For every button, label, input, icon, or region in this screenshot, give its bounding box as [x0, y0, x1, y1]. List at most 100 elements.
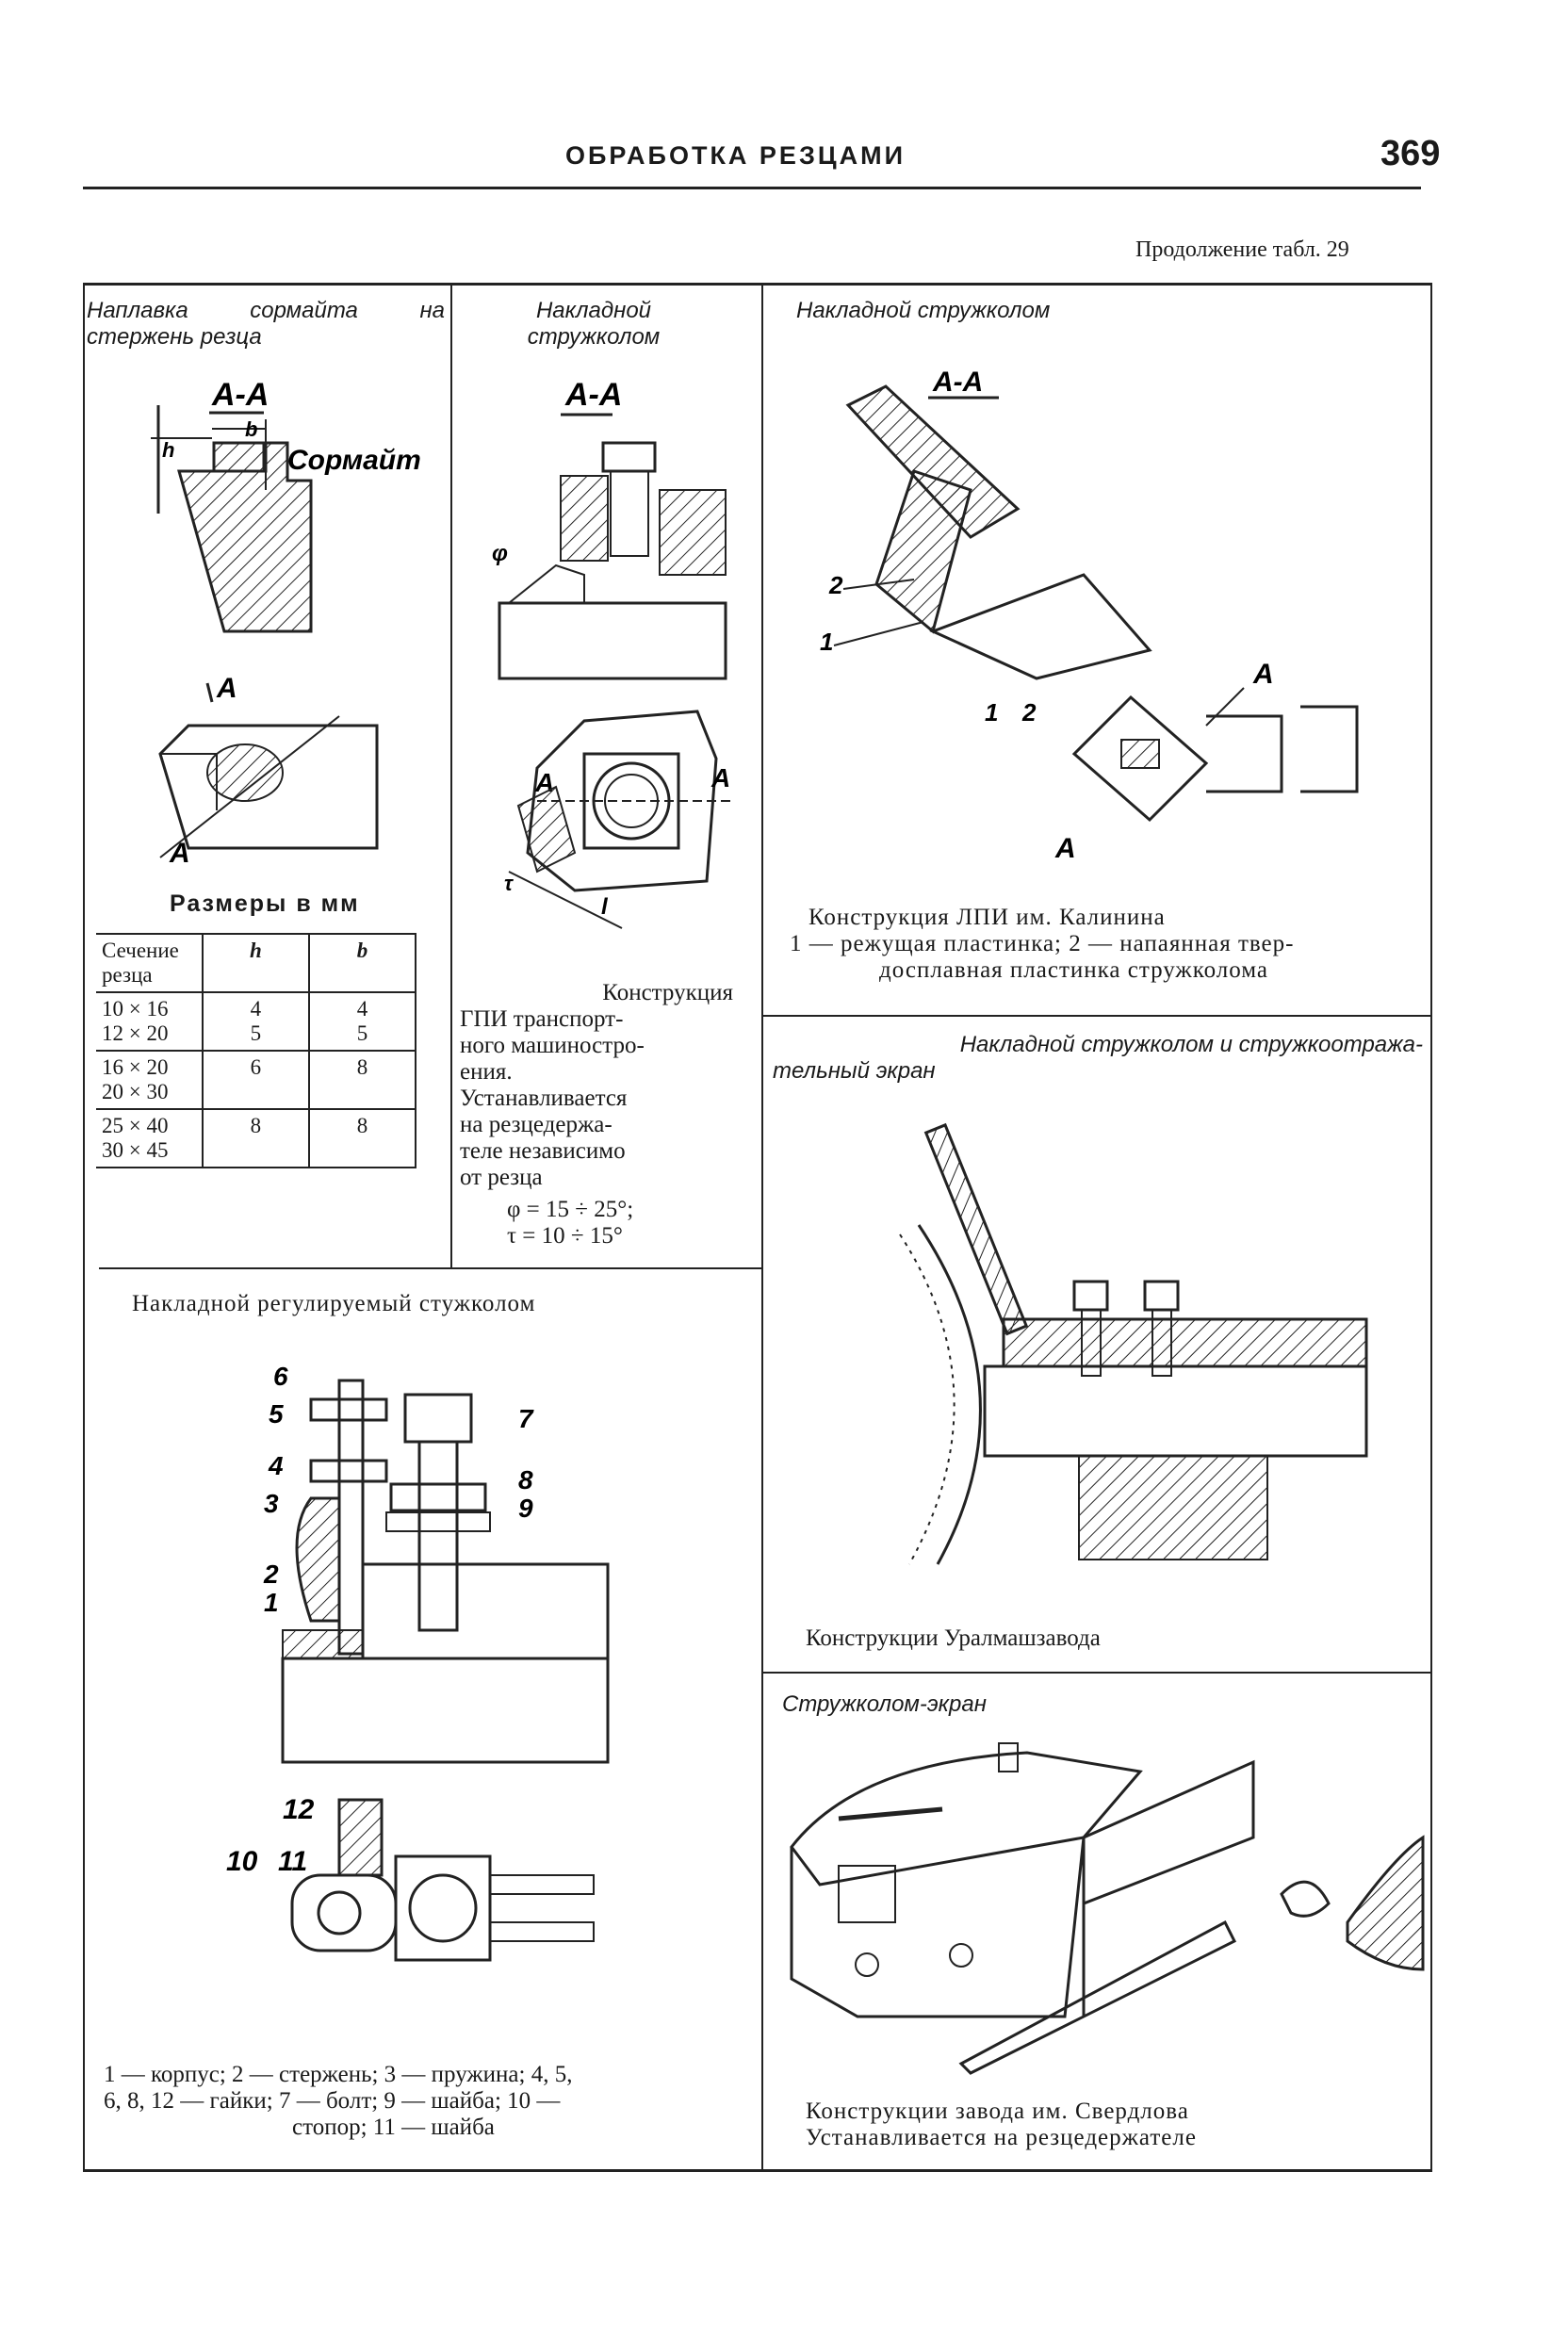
- col3-top-title: Накладной стружколом: [796, 298, 1051, 323]
- num-2b: 2: [1021, 698, 1037, 727]
- num-3: 3: [264, 1489, 279, 1518]
- num-1b: 1: [985, 698, 998, 727]
- num-4: 4: [268, 1451, 284, 1480]
- section-label: А-А: [211, 377, 269, 413]
- desc-line: от резца: [460, 1165, 543, 1190]
- frame-left: [83, 283, 85, 2171]
- num-1: 1: [820, 628, 833, 656]
- sormait-section-figure: А-А b h Сормайт: [151, 377, 421, 633]
- num-5: 5: [269, 1399, 284, 1429]
- table-cell: 16 × 20: [102, 1055, 169, 1079]
- h-label: h: [162, 438, 174, 462]
- sizes-caption: Размеры в мм: [170, 890, 360, 917]
- num-12: 12: [283, 1794, 315, 1825]
- bottom-left-legend: 1 — корпус; 2 — стержень; 3 — пружина; 4…: [104, 2062, 749, 2141]
- divider-col3-a: [763, 1015, 1430, 1017]
- num-1: 1: [264, 1588, 279, 1617]
- sverdlov-figure: [790, 1742, 1425, 2075]
- table-header: h: [201, 933, 309, 993]
- gpi-section-figure: А-А φ: [492, 377, 727, 680]
- table-header: Сечение резца: [96, 933, 203, 993]
- col3-mid-caption: Конструкции Уралмашзавода: [806, 1625, 1101, 1651]
- legend-line: 6, 8, 12 — гайки; 7 — болт; 9 — шайба; 1…: [104, 2088, 561, 2114]
- table-cell: 4: [356, 997, 368, 1021]
- num-2: 2: [828, 571, 843, 599]
- col3-bot-caption: Конструкции завода им. Свердлова Устанав…: [806, 2099, 1197, 2151]
- a-label-top: А: [1252, 659, 1274, 690]
- table-cell: 10 × 16: [102, 997, 169, 1021]
- section-label: А-А: [564, 377, 622, 413]
- table-cell: 8: [356, 1114, 368, 1137]
- a-label-bottom: А: [169, 838, 190, 869]
- num-8: 8: [518, 1465, 533, 1494]
- table-cell: 12 × 20: [102, 1021, 169, 1045]
- table-cell: 30 × 45: [102, 1138, 169, 1162]
- gpi-plan-figure: А А τ l: [504, 710, 735, 929]
- title-line: тельный экран: [773, 1058, 936, 1084]
- uralmash-figure: [899, 1122, 1368, 1565]
- table-cell: 5: [250, 1021, 262, 1045]
- lpi-figure: А-А 2 1 А А 1 2: [820, 367, 1359, 864]
- legend-line: досплавная пластинка стружколома: [879, 957, 1268, 983]
- desc-line: Устанавливается: [460, 1086, 628, 1111]
- table-cell: 6: [250, 1055, 262, 1079]
- frame-right: [1430, 283, 1432, 2171]
- page-number: 369: [1380, 134, 1441, 173]
- col3-bot-title: Стружколом-экран: [782, 1691, 987, 1717]
- title-line: Накладной стружколом и стружкоотража-: [959, 1032, 1423, 1057]
- num-6: 6: [273, 1362, 288, 1391]
- desc-line: Конструкция: [602, 980, 733, 1005]
- a-label-top: А: [216, 673, 237, 704]
- caption-line: Конструкции завода им. Свердлова: [806, 2099, 1189, 2124]
- tau-label: τ: [504, 872, 514, 895]
- desc-line: на резцедержа-: [460, 1112, 612, 1137]
- bottom-left-title: Накладной регулируемый стужколом: [132, 1291, 536, 1316]
- section-label: А-А: [932, 367, 983, 398]
- legend-line: 1 — режущая пластинка; 2 — напаянная тве…: [790, 931, 1295, 956]
- formula-tau: τ = 10 ÷ 15°: [507, 1223, 623, 1249]
- num-7: 7: [518, 1404, 534, 1433]
- col2-title: Накладной стружколом: [527, 298, 661, 350]
- num-10: 10: [226, 1846, 258, 1877]
- formula-phi: φ = 15 ÷ 25°;: [507, 1197, 634, 1222]
- adjustable-chipbreaker-figure: 6 5 4 3 2 1 7 8 9 12 10 11: [226, 1362, 610, 1962]
- divider-col1-col2: [450, 283, 452, 1267]
- frame-top: [83, 283, 1432, 286]
- table-cell: 4: [250, 997, 262, 1021]
- desc-line: ения.: [460, 1059, 513, 1085]
- caption-line: Устанавливается на резцедержателе: [806, 2125, 1197, 2150]
- col1-title: Наплавка сормайта на стержень резца: [87, 298, 445, 350]
- table-cell: 8: [356, 1055, 368, 1079]
- b-label: b: [245, 417, 257, 441]
- num-2: 2: [263, 1560, 279, 1589]
- frame-bottom: [83, 2169, 1432, 2172]
- num-9: 9: [518, 1494, 533, 1523]
- l-label: l: [601, 894, 609, 920]
- desc-line: ГПИ транспорт-: [460, 1006, 624, 1032]
- divider-bottom-left: [99, 1267, 763, 1269]
- divider-col2-col3: [761, 283, 763, 2169]
- table-cell: 8: [250, 1114, 262, 1137]
- a-label-bottom: А: [1054, 833, 1076, 864]
- col3-mid-title: Накладной стружколом и стружкоотража- те…: [773, 1032, 1423, 1085]
- phi-label: φ: [492, 541, 508, 566]
- num-11: 11: [278, 1846, 307, 1877]
- table-header-row: Сечение резца h b: [96, 933, 417, 993]
- sormait-tip-figure: А А: [158, 673, 379, 869]
- desc-line: теле независимо: [460, 1138, 626, 1164]
- col3-top-caption: Конструкция ЛПИ им. Калинина 1 — режущая…: [790, 905, 1421, 984]
- divider-col3-b: [763, 1672, 1430, 1674]
- running-head: ОБРАБОТКА РЕЗЦАМИ: [565, 141, 906, 170]
- sormait-label: Сормайт: [287, 445, 421, 476]
- header-rule: [83, 187, 1421, 189]
- desc-line: ного машиностро-: [460, 1033, 645, 1058]
- table-cell: 25 × 40: [102, 1114, 169, 1137]
- table-cell: 5: [356, 1021, 368, 1045]
- table-continuation: Продолжение табл. 29: [1135, 237, 1349, 262]
- legend-line: стопор; 11 — шайба: [292, 2115, 495, 2140]
- a-right-label: А: [710, 763, 730, 792]
